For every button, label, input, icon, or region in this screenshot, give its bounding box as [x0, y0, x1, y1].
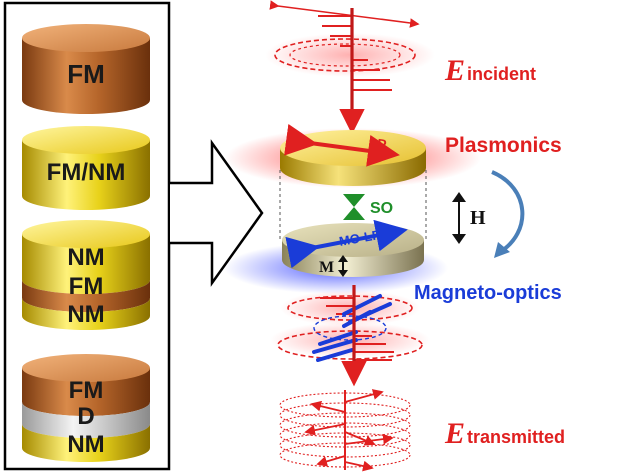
magneto-optics-label: Magneto-optics — [414, 282, 562, 304]
stack-fm-d-nm: FM D NM — [22, 354, 150, 462]
stack-fm-nm-label: FM/NM — [47, 159, 126, 186]
stack-fm-label: FM — [67, 59, 105, 89]
stack-fm: FM — [22, 24, 150, 114]
m-label: M — [319, 259, 334, 276]
stack-fm-nm: FM/NM — [22, 126, 150, 210]
stack-nm4-label: NM — [67, 431, 104, 458]
hourglass-icon — [343, 194, 365, 220]
lp-label: LP — [368, 134, 388, 152]
stack-nm-bottom-label: NM — [67, 301, 104, 328]
h-label: H — [470, 207, 486, 229]
stack-fm4-label: FM — [69, 377, 104, 404]
svg-text:transmitted: transmitted — [467, 427, 565, 447]
svg-text:E: E — [444, 54, 465, 87]
transmitted-wave — [279, 389, 411, 472]
double-vertical-arrow — [452, 192, 466, 244]
outlined-right-arrow — [170, 139, 264, 287]
stack-nm-top-label: NM — [67, 244, 104, 271]
stack-d-label: D — [77, 403, 94, 430]
svg-text:incident: incident — [467, 64, 536, 84]
e-incident-label: E incident — [444, 54, 536, 87]
top-disk: LP — [280, 123, 426, 186]
e-transmitted-label: E transmitted — [444, 417, 565, 450]
so-label: SO — [370, 200, 393, 217]
magnetization-arrow-icon — [338, 255, 348, 277]
incident-wave — [265, 0, 435, 135]
curved-arrow-icon — [491, 170, 525, 258]
mo-lp-label: MO-LP — [338, 227, 382, 249]
stack-fm-mid-label: FM — [69, 273, 104, 300]
svg-text:E: E — [444, 417, 465, 450]
bottom-disk: MO-LP — [282, 219, 424, 277]
plasmonics-label: Plasmonics — [445, 134, 562, 157]
stack-nm-fm-nm: NM FM NM — [22, 220, 150, 330]
modulated-wave — [270, 285, 430, 387]
